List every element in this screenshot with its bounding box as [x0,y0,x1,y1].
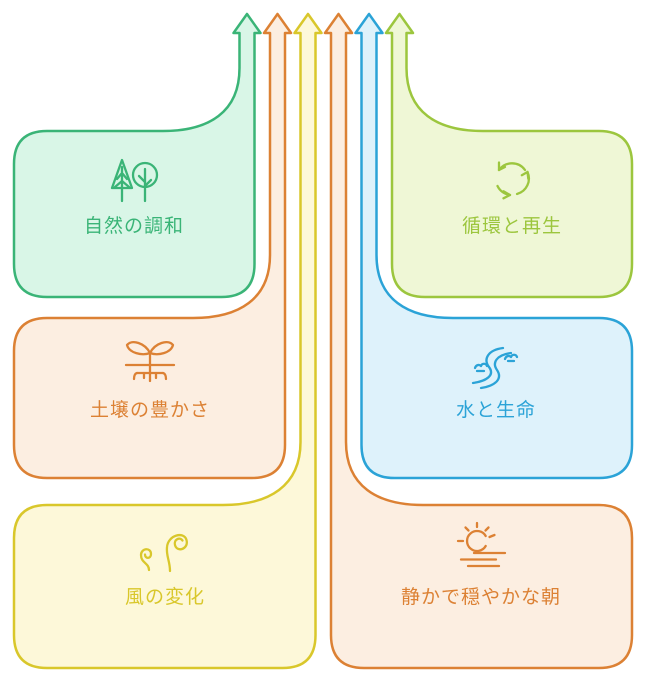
node-label: 静かで穏やかな朝 [401,586,561,608]
node-shape-with-arrow [12,12,293,480]
node-label: 水と生命 [456,399,536,421]
river-icon [471,346,519,390]
node-label: 自然の調和 [84,215,184,237]
node-label: 風の変化 [125,586,205,608]
node-label: 土壌の豊かさ [90,399,210,421]
sprout-roots-icon [124,341,176,383]
recycle-icon [496,161,531,200]
wind-swirl-icon [139,533,188,573]
sunrise-icon [456,521,507,568]
node-wind-change: 風の変化 [12,12,323,670]
node-calm-morning: 静かで穏やかな朝 [323,12,634,670]
node-cycle-regeneration: 循環と再生 [384,12,634,299]
node-shape-with-arrow [354,12,634,480]
node-nature-harmony: 自然の調和 [12,12,262,299]
node-shape-with-arrow [323,12,634,670]
node-water-life: 水と生命 [354,12,634,480]
node-shape-with-arrow [12,12,262,299]
node-soil-richness: 土壌の豊かさ [12,12,293,480]
node-shape-with-arrow [384,12,634,299]
trees-icon [110,158,159,203]
node-shape-with-arrow [12,12,323,670]
node-label: 循環と再生 [462,215,562,237]
